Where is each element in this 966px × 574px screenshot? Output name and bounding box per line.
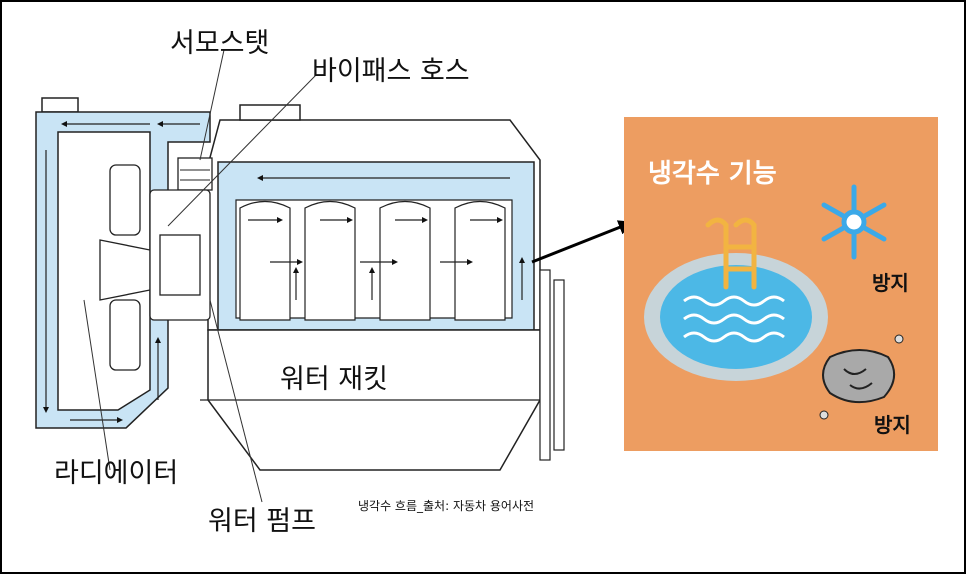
label-water-pump: 워터 펌프 (208, 506, 316, 537)
coolant-function-panel: 냉각수 기능 방지 방지 (624, 117, 938, 451)
label-thermostat: 서모스탯 (170, 28, 270, 59)
caption: 냉각수 흐름_출처: 자동차 용어사전 (358, 499, 535, 513)
thermostat (177, 157, 213, 191)
panel-illustrations (644, 184, 904, 420)
rust-prevent-label: 방지 (874, 413, 911, 437)
rust-rock-icon (819, 334, 904, 420)
snowflake-icon (821, 184, 887, 260)
water-pump (149, 189, 211, 321)
freeze-prevent-label: 방지 (872, 271, 909, 295)
pointer-arrow (531, 220, 634, 264)
leader-lines (83, 49, 317, 503)
engine-block (200, 104, 565, 471)
swimming-pool-icon (644, 217, 828, 381)
label-bypass-hose: 바이패스 호스 (312, 56, 470, 87)
label-radiator: 라디에이터 (54, 458, 179, 489)
cooling-fan (99, 164, 151, 371)
panel-title: 냉각수 기능 (648, 159, 777, 189)
label-water-jacket: 워터 재킷 (280, 364, 388, 395)
